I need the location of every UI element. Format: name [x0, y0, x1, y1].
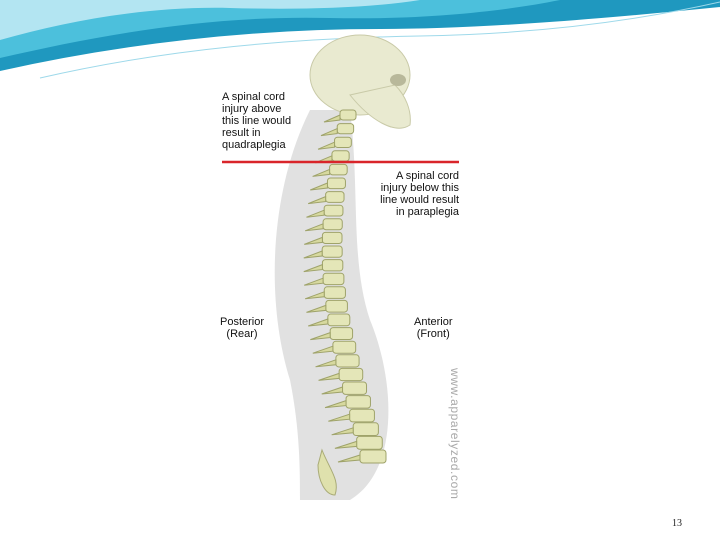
vertebra [332, 340, 357, 354]
vertebra [345, 395, 371, 409]
spinous-process [306, 209, 325, 218]
vertebra [331, 150, 350, 162]
header-banner [0, 0, 720, 79]
page-number: 13 [672, 518, 682, 529]
spinous-process [310, 331, 331, 341]
vertebra [334, 136, 352, 148]
skull [309, 34, 411, 129]
vertebra [327, 313, 351, 327]
above-line-label: A spinal cord injury above this line wou… [222, 91, 292, 151]
spinous-process [304, 223, 324, 232]
spinous-process [306, 304, 327, 313]
vertebral-column [303, 109, 387, 464]
spinous-process [304, 291, 325, 300]
spinous-process [304, 236, 323, 245]
watermark-url: www.apparelyzed.com [448, 368, 462, 500]
vertebra [322, 272, 345, 286]
vertebra [322, 218, 343, 231]
spinous-process [328, 413, 351, 422]
vertebra [342, 381, 368, 395]
spinous-process [312, 345, 334, 354]
banner-wave-light [0, 0, 420, 40]
vertebra [325, 299, 348, 313]
vertebra [335, 354, 360, 368]
spinous-process [324, 399, 347, 409]
vertebra [329, 327, 354, 341]
spinous-process [331, 427, 354, 436]
vertebra [321, 245, 343, 258]
banner-wave-mid [0, 0, 560, 58]
sacrum [317, 448, 337, 496]
vertebra [321, 231, 343, 244]
below-line-label: A spinal cord injury below this line wou… [380, 170, 459, 218]
vertebra [336, 123, 355, 135]
vertebra [329, 163, 348, 176]
spinous-process [323, 114, 341, 123]
spinous-process [310, 182, 328, 191]
spinous-process [304, 277, 324, 286]
vertebra [323, 204, 344, 217]
spinous-process [315, 359, 337, 368]
spinous-process [320, 127, 338, 137]
vertebra [326, 177, 346, 190]
vertebra [323, 286, 346, 299]
spinous-process [303, 263, 323, 273]
spinous-process [308, 318, 329, 327]
spinous-process [303, 250, 323, 259]
vertebra [325, 191, 345, 203]
spinous-process [321, 386, 344, 395]
vertebra [338, 367, 364, 382]
vertebra [359, 449, 387, 464]
banner-line [0, 7, 720, 73]
spinous-process [318, 372, 340, 381]
banner-line-2 [39, 1, 720, 79]
spinous-process [334, 440, 358, 449]
vertebra [321, 259, 344, 272]
spinous-process [307, 195, 327, 205]
spinous-process [337, 454, 361, 463]
vertebra [349, 408, 375, 423]
vertebra [339, 109, 357, 121]
anterior-label: Anterior (Front) [414, 316, 453, 340]
vertebra [352, 422, 379, 437]
vertebra [356, 435, 383, 450]
posterior-label: Posterior (Rear) [220, 316, 265, 340]
spinous-process [317, 141, 336, 150]
spinous-process [312, 168, 331, 177]
